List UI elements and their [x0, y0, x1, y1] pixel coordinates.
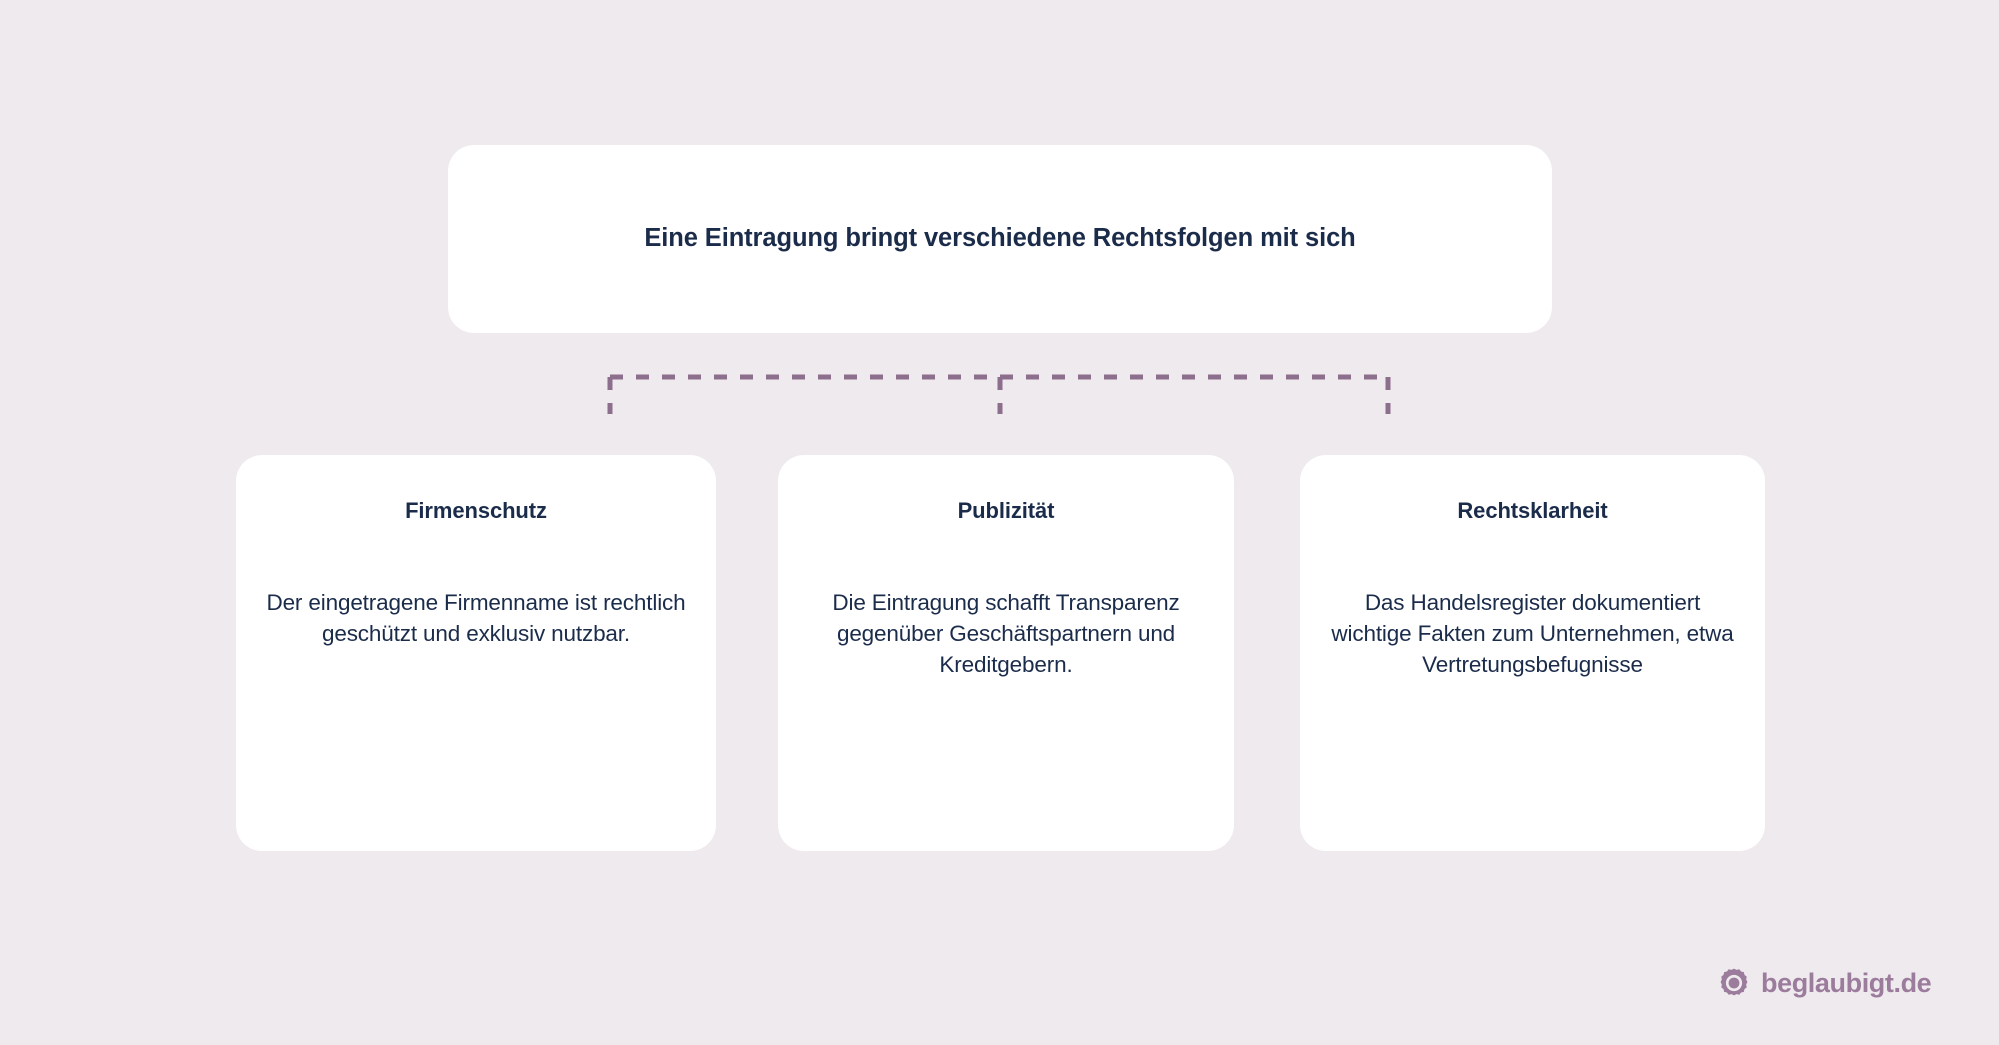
card-publizitaet: Publizität Die Eintragung schafft Transp… [778, 455, 1234, 851]
card-title: Publizität [957, 498, 1055, 523]
card-title: Firmenschutz [405, 498, 547, 523]
root-card: Eine Eintragung bringt verschiedene Rech… [448, 145, 1552, 333]
card-firmenschutz: Firmenschutz Der eingetragene Firmenname… [236, 455, 716, 851]
card-body: Die Eintragung schafft Transparenz gegen… [832, 589, 1180, 677]
card-title: Rechtsklarheit [1457, 498, 1608, 523]
root-card-title: Eine Eintragung bringt verschiedene Rech… [644, 224, 1356, 253]
card-rechtsklarheit: Rechtsklarheit Das Handelsregister dokum… [1300, 455, 1765, 851]
card-body: Der eingetragene Firmenname ist rechtlic… [266, 589, 686, 646]
brand-logo: beglaubigt.de [1718, 967, 1932, 999]
card-body: Das Handelsregister dokumentiert wichtig… [1331, 589, 1734, 677]
brand-name: beglaubigt.de [1761, 967, 1932, 998]
seal-gear-icon [1720, 968, 1748, 996]
